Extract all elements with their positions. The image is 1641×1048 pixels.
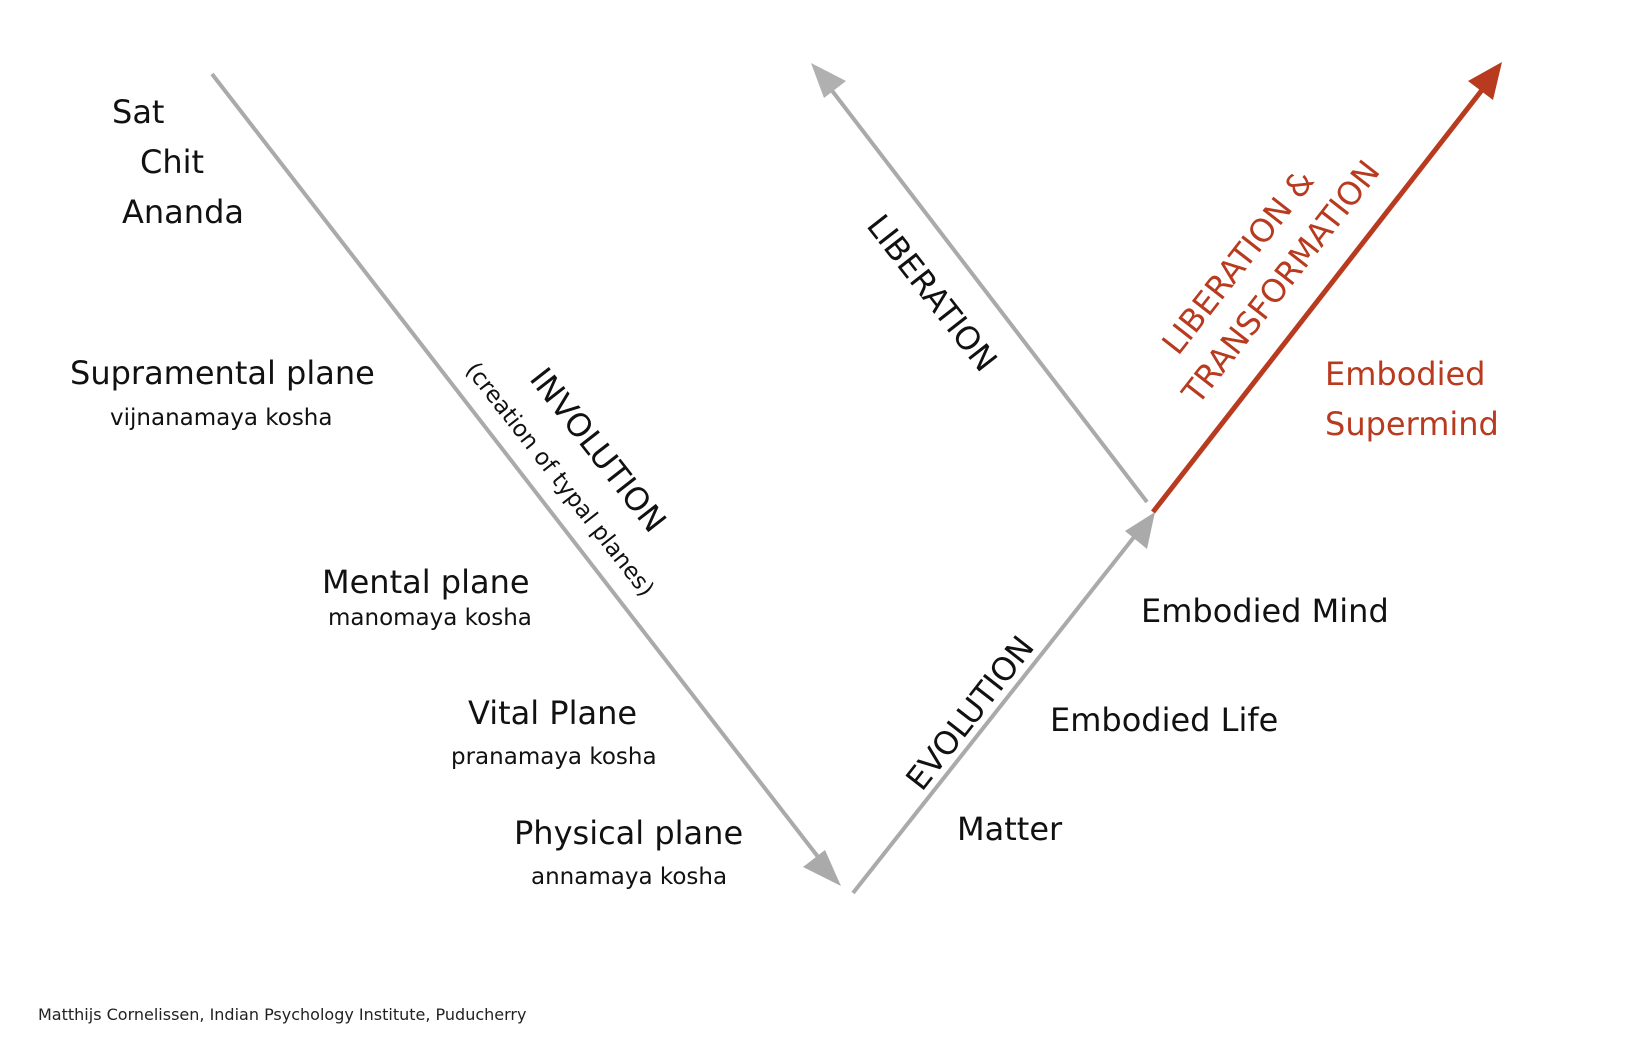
physical-plane-title: Physical plane xyxy=(514,814,744,852)
supramental-plane-title: Supramental plane xyxy=(70,354,375,392)
chit-label: Chit xyxy=(140,143,205,181)
embodied-supermind-line2: Supermind xyxy=(1325,405,1499,443)
matter-label: Matter xyxy=(957,810,1063,848)
transformation-arrow xyxy=(1151,88,1484,514)
mental-plane-title: Mental plane xyxy=(322,563,530,601)
vital-plane-subtitle: pranamaya kosha xyxy=(451,744,657,770)
involution-arrow xyxy=(210,72,824,864)
physical-plane-subtitle: annamaya kosha xyxy=(531,864,728,890)
evolution-arrow xyxy=(851,530,1140,895)
ananda-label: Ananda xyxy=(122,193,244,231)
involution-arrowhead xyxy=(803,850,841,886)
mental-plane-subtitle: manomaya kosha xyxy=(328,605,532,631)
evolution-arrowhead xyxy=(1125,512,1155,549)
footer-credit: Matthijs Cornelissen, Indian Psychology … xyxy=(38,1005,527,1024)
liberation-arrow xyxy=(828,86,1149,504)
supramental-plane-subtitle: vijnanamaya kosha xyxy=(110,405,333,431)
embodied-life-label: Embodied Life xyxy=(1050,701,1279,739)
sat-label: Sat xyxy=(112,93,165,131)
liberation-arrowhead xyxy=(811,63,846,98)
transformation-arrowhead xyxy=(1468,62,1502,100)
embodied-supermind-line1: Embodied xyxy=(1325,355,1486,393)
vital-plane-title: Vital Plane xyxy=(468,694,638,732)
embodied-mind-label: Embodied Mind xyxy=(1141,592,1389,630)
